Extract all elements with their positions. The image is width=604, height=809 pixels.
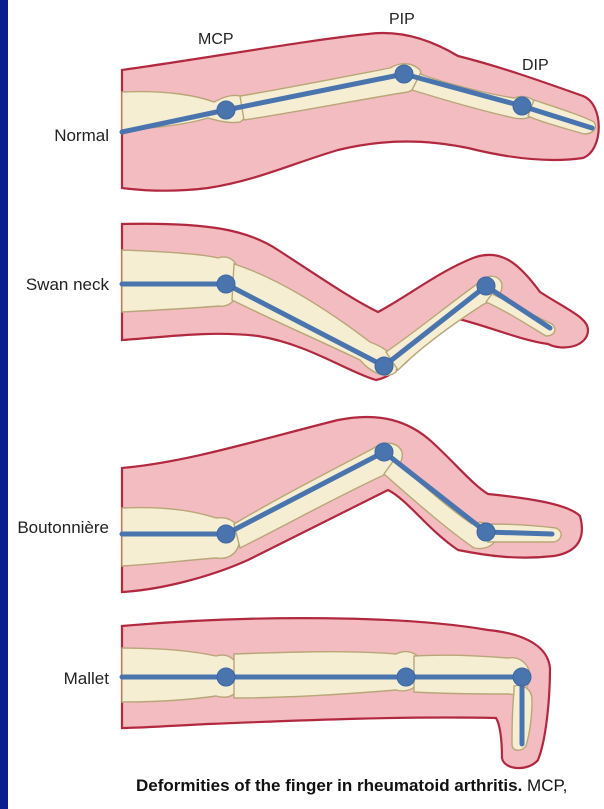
dip-joint-mallet xyxy=(513,668,531,686)
pip-joint-boutonniere xyxy=(375,443,393,461)
row-label-mallet: Mallet xyxy=(64,669,110,688)
finger-boutonniere-skin xyxy=(122,417,582,592)
row-label-swan-neck: Swan neck xyxy=(26,275,110,294)
mcp-label: MCP xyxy=(198,31,234,48)
dip-joint-boutonniere xyxy=(477,523,495,541)
dip-joint-swan-neck xyxy=(477,277,495,295)
figure-frame: MCP PIP DIP Normal Swan neck Boutonnière… xyxy=(8,0,604,809)
caption-bold-text: Deformities of the finger in rheumatoid … xyxy=(136,776,522,795)
finger-swan-neck xyxy=(122,224,588,380)
mcp-joint-boutonniere xyxy=(217,525,235,543)
mcp-joint-mallet xyxy=(217,668,235,686)
pip-joint-mallet xyxy=(397,668,415,686)
dip-label: DIP xyxy=(522,57,549,74)
figure-caption: Deformities of the finger in rheumatoid … xyxy=(136,776,604,796)
row-label-normal: Normal xyxy=(54,126,109,145)
caption-normal-text: MCP, xyxy=(522,776,567,795)
finger-mallet xyxy=(122,618,550,768)
pip-joint-normal xyxy=(395,65,413,83)
mcp-joint-swan-neck xyxy=(217,275,235,293)
pip-joint-swan-neck xyxy=(375,357,393,375)
finger-deformities-diagram: MCP PIP DIP Normal Swan neck Boutonnière… xyxy=(8,0,604,809)
finger-boutonniere xyxy=(122,417,582,592)
pip-label: PIP xyxy=(389,11,415,28)
mcp-joint-normal xyxy=(217,101,235,119)
row-label-boutonniere: Boutonnière xyxy=(17,518,109,537)
dip-joint-normal xyxy=(513,97,531,115)
